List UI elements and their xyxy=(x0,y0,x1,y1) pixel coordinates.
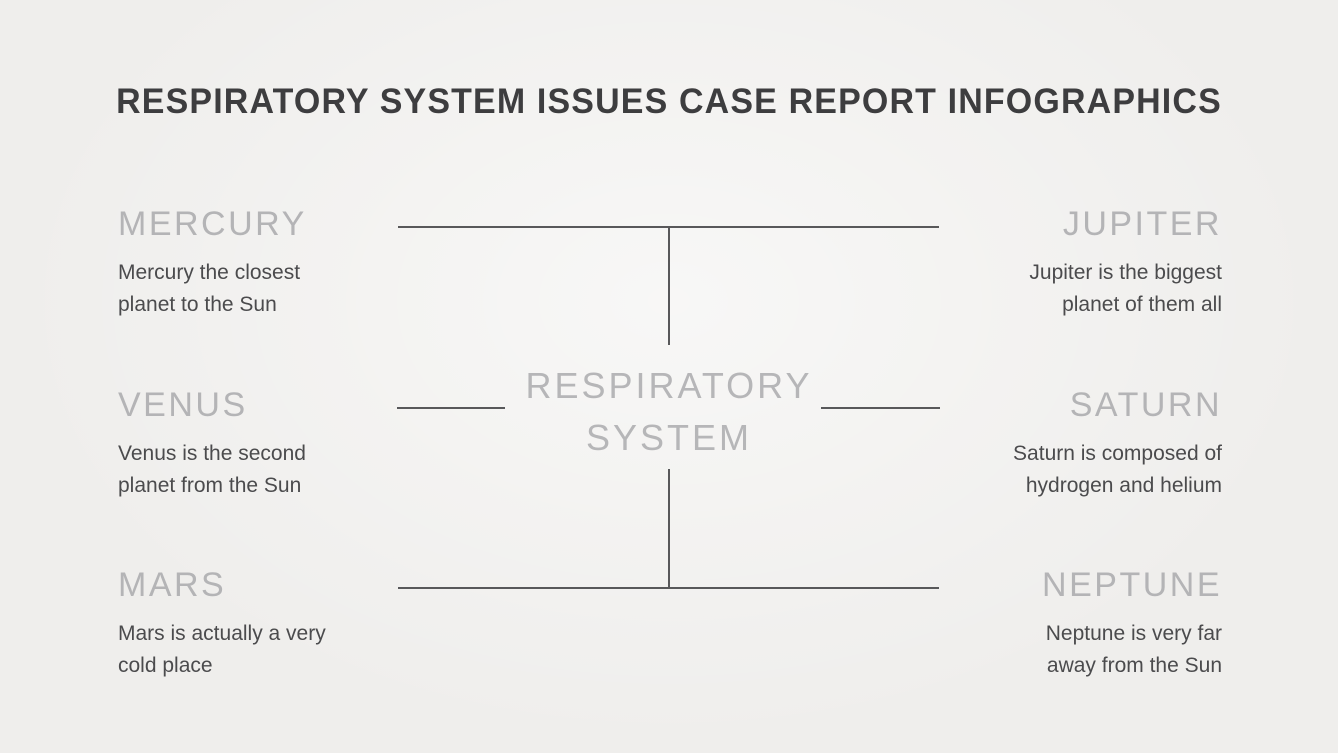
item-saturn: SATURN Saturn is composed of hydrogen an… xyxy=(942,385,1222,502)
connector-middle-right xyxy=(821,407,940,409)
item-mars: MARS Mars is actually a very cold place xyxy=(118,565,398,682)
item-neptune: NEPTUNE Neptune is very far away from th… xyxy=(942,565,1222,682)
item-mars-description: Mars is actually a very cold place xyxy=(118,622,326,677)
item-venus-title: VENUS xyxy=(118,386,248,424)
item-mercury-description: Mercury the closest planet to the Sun xyxy=(118,261,301,316)
connector-middle-left xyxy=(397,407,505,409)
item-mercury: MERCURY Mercury the closest planet to th… xyxy=(118,204,398,321)
item-neptune-title: NEPTUNE xyxy=(1042,566,1222,604)
item-venus-description: Venus is the second planet from the Sun xyxy=(118,442,306,497)
connector-bottom-vertical xyxy=(668,469,670,589)
item-neptune-description: Neptune is very far away from the Sun xyxy=(1045,622,1222,677)
item-mars-title: MARS xyxy=(118,566,227,604)
item-jupiter-description: Jupiter is the biggest planet of them al… xyxy=(1029,261,1222,316)
connector-top-vertical xyxy=(668,226,670,345)
item-saturn-title: SATURN xyxy=(1069,386,1222,424)
item-venus: VENUS Venus is the second planet from th… xyxy=(118,385,398,502)
item-mercury-title: MERCURY xyxy=(118,205,307,243)
item-jupiter: JUPITER Jupiter is the biggest planet of… xyxy=(942,204,1222,321)
central-node-label: RESPIRATORY SYSTEM xyxy=(525,365,813,458)
connector-bottom-horizontal xyxy=(398,587,939,589)
slide-title: RESPIRATORY SYSTEM ISSUES CASE REPORT IN… xyxy=(116,82,1222,121)
item-saturn-description: Saturn is composed of hydrogen and heliu… xyxy=(1013,442,1222,497)
item-jupiter-title: JUPITER xyxy=(1062,205,1222,243)
